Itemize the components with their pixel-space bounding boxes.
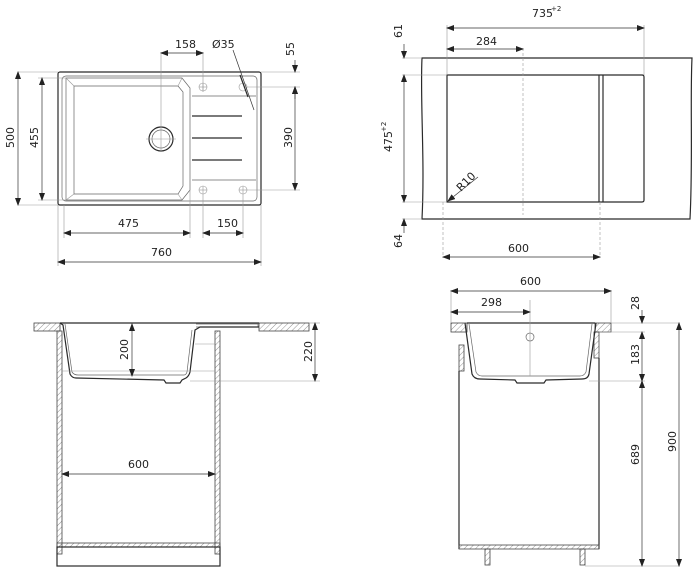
dim-countertop-thickness: 28 — [629, 296, 642, 310]
side-section: 600 298 28 183 689 900 — [450, 275, 682, 567]
dim-cutout-depth-tol: +2 — [380, 122, 388, 132]
dim-below-bowl-height: 689 — [629, 444, 642, 465]
top-view: 158 Ø35 55 500 455 390 475 150 760 — [4, 38, 300, 266]
dim-drain-offset: 158 — [175, 38, 196, 51]
dim-cutout-width-tol: +2 — [551, 5, 561, 13]
dim-front-bowl-depth: 200 — [118, 339, 131, 360]
front-section: 200 220 600 — [33, 322, 320, 567]
dim-side-cabinet-width: 600 — [520, 275, 541, 288]
dim-total-height: 900 — [666, 431, 679, 452]
dim-bowl-depth: 455 — [28, 127, 41, 148]
dim-cabinet-width: 600 — [508, 242, 529, 255]
dim-tap-hole-diameter: Ø35 — [212, 38, 235, 51]
dim-corner-radius: R10 — [454, 170, 478, 194]
dim-tap-spacing-vertical: 390 — [282, 127, 295, 148]
dim-overall-depth: 500 — [4, 127, 17, 148]
dim-overall-width: 760 — [151, 246, 172, 259]
dim-front-cabinet-width: 600 — [128, 458, 149, 471]
dim-drain-center: 284 — [476, 35, 497, 48]
dim-bowl-width: 475 — [118, 217, 139, 230]
dim-tap-hole-offset: 55 — [284, 42, 297, 56]
dim-side-bowl-depth: 183 — [629, 344, 642, 365]
dim-side-drain-offset: 298 — [481, 296, 502, 309]
cutout-view: R10 735 +2 284 61 475 +2 64 600 — [380, 5, 693, 260]
dim-cutout-depth: 475 — [382, 131, 395, 152]
dim-tap-spacing-horizontal: 150 — [217, 217, 238, 230]
dim-cutout-width: 735 — [532, 7, 553, 20]
dim-top-margin: 61 — [392, 24, 405, 38]
dim-bottom-margin: 64 — [392, 234, 405, 248]
dim-front-overall-depth: 220 — [302, 341, 315, 362]
